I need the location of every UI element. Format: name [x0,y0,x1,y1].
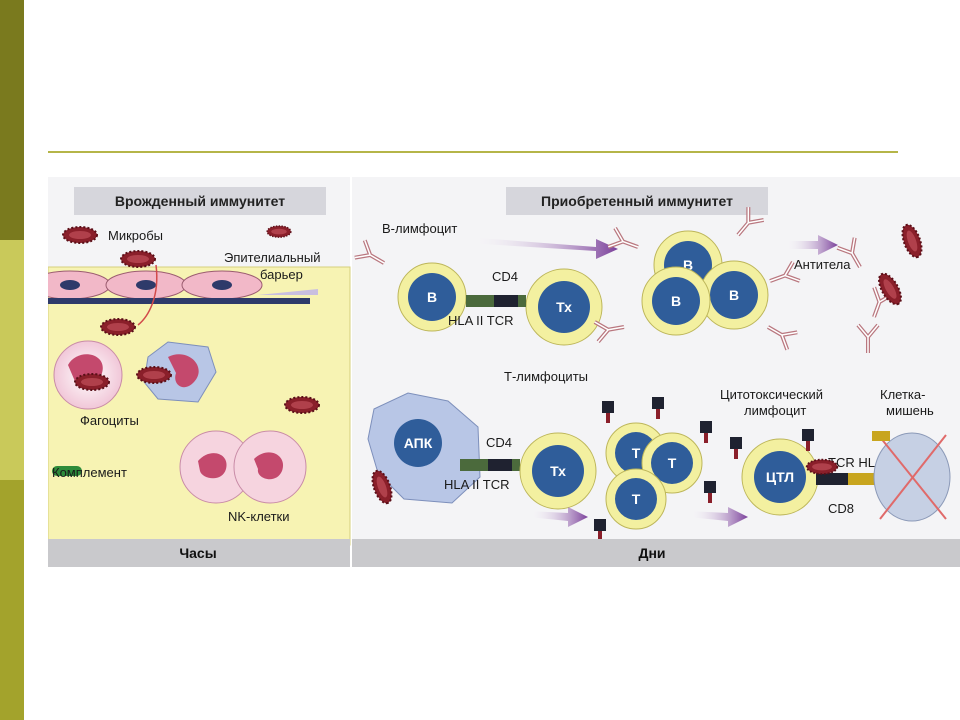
barrier-label-line2: барьер [260,267,303,282]
nk-cells-label: NK-клетки [228,509,290,524]
microbe-icon [266,225,292,238]
svg-text:Т: Т [632,445,641,461]
t-lymphocytes-label: Т-лимфоциты [504,369,588,384]
target-cell [805,432,951,522]
phagocyte-cell [136,341,217,403]
svg-text:АПК: АПК [404,435,433,451]
immunity-diagram: Врожденный иммунитет Микробы Эпителиальн… [48,177,960,567]
svg-text:В: В [683,257,693,273]
innate-panel: Врожденный иммунитет Микробы Эпителиальн… [48,177,351,567]
phagocyte-cell [53,340,123,410]
accent-bar-middle [0,240,24,480]
ctl-label-line1: Цитотоксический [720,387,823,402]
svg-text:В: В [427,289,437,305]
microbe-icon [100,318,136,336]
nk-cell [179,430,253,504]
barrier-label-line1: Эпителиальный [224,250,320,265]
innate-timeline-bar [48,539,350,567]
adaptive-timeline-bar [352,539,960,567]
epithelial-barrier [48,270,310,304]
cd4-label: CD4 [492,269,518,284]
b-cell: В [397,262,467,332]
cd4-label: CD4 [486,435,512,450]
svg-text:Т: Т [668,455,677,471]
barrier-pointer [258,289,318,295]
svg-text:ЦТЛ: ЦТЛ [766,469,794,485]
target-cell-label-line1: Клетка- [880,387,925,402]
progression-arrow [528,507,588,527]
apc-cell: АПК [367,392,481,507]
ctl-cell: ЦТЛ [741,438,819,516]
svg-text:Т: Т [632,491,641,507]
antibodies-label: Антитела [794,257,851,272]
th-cell: Тх [519,432,597,510]
phagocytes-label: Фагоциты [80,413,139,428]
b-cell: В [699,260,769,330]
b-cell: В [641,266,711,336]
accent-bar-top [0,0,24,240]
lysis-granule-icon [872,431,890,441]
microbes-label: Микробы [108,228,163,243]
ctl-label-line2: лимфоцит [744,403,806,418]
svg-text:Тх: Тх [556,299,572,315]
microbe-icon [62,226,98,244]
svg-text:В: В [729,287,739,303]
t-cell: Т [605,468,667,530]
adaptive-header-bg [506,187,768,215]
b-lymphocyte-label: В-лимфоцит [382,221,457,236]
adaptive-time-label: Дни [638,545,665,561]
target-cell-label-line2: мишень [886,403,934,418]
nk-cell [233,430,307,504]
microbe-icon [284,396,320,414]
innate-header-bg [74,187,326,215]
progression-arrow [466,237,618,259]
th-cell: Тх [525,268,603,346]
hla-tcr-label: HLA II TCR [444,477,510,492]
svg-text:В: В [671,293,681,309]
complement-label: Комплемент [52,465,127,480]
adaptive-title: Приобретенный иммунитет [541,193,733,209]
innate-time-label: Часы [179,545,216,561]
microbe-icon [120,250,156,268]
complement-icon [52,466,82,476]
adaptive-panel: Приобретенный иммунитет В-лимфоцит В Тх … [266,177,960,567]
progression-arrow [784,235,838,255]
title-divider [48,151,898,153]
hla-tcr-label: HLA II TCR [448,313,514,328]
cd8-label: CD8 [828,501,854,516]
svg-text:Тх: Тх [550,463,566,479]
accent-bar-bottom [0,480,24,720]
innate-title: Врожденный иммунитет [115,193,285,209]
progression-arrow [688,507,748,527]
